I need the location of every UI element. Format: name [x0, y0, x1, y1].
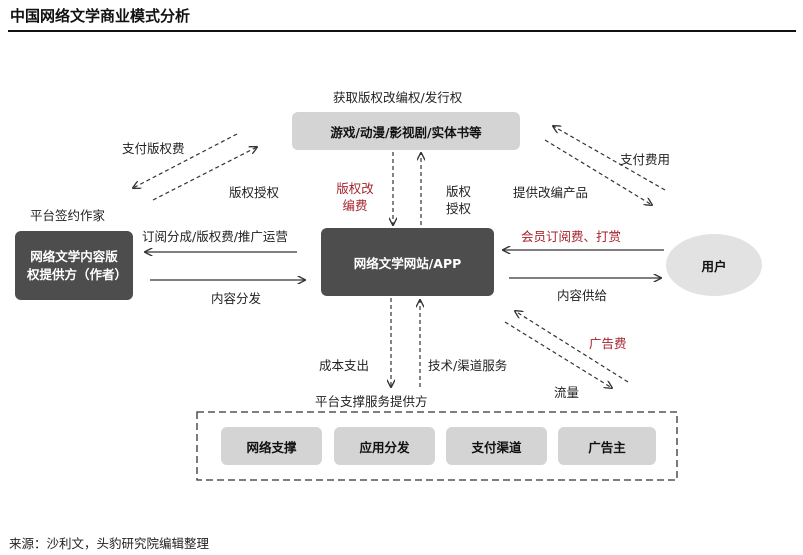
label-copyright-license-mid: 版权授权 — [446, 184, 472, 216]
creator-label: 网络文学内容版权提供方（作者） — [27, 248, 128, 282]
arrow-copyright-license-left — [152, 147, 257, 201]
label-acquire-rights: 获取版权改编权/发行权 — [333, 90, 463, 105]
label-content-distribution: 内容分发 — [211, 291, 262, 306]
service-app-distribution-label: 应用分发 — [359, 439, 410, 455]
page-title: 中国网络文学商业模式分析 — [10, 7, 191, 25]
service-network-support-label: 网络支撑 — [246, 439, 297, 455]
service-advertiser: 广告主 — [558, 427, 656, 465]
creator-box: 网络文学内容版权提供方（作者） — [15, 231, 133, 300]
user-node: 用户 — [666, 234, 762, 296]
label-copyright-license-left: 版权授权 — [229, 185, 280, 200]
label-tech-channel-service: 技术/渠道服务 — [428, 358, 508, 373]
ip-derivatives-label: 游戏/动漫/影视剧/实体书等 — [330, 124, 482, 140]
user-label: 用户 — [701, 258, 727, 274]
label-revenue-share: 订阅分成/版权费/推广运营 — [142, 229, 288, 244]
label-ad-fee: 广告费 — [589, 336, 627, 351]
service-payment-channel: 支付渠道 — [446, 427, 547, 465]
ip-derivatives-box: 游戏/动漫/影视剧/实体书等 — [292, 112, 520, 150]
arrow-traffic — [504, 321, 612, 388]
source-note: 来源：沙利文，头豹研究院编辑整理 — [9, 536, 210, 551]
label-platform-sign-author: 平台签约作家 — [30, 208, 106, 223]
label-pay-copyright-fee: 支付版权费 — [122, 141, 185, 156]
service-app-distribution: 应用分发 — [334, 427, 435, 465]
label-traffic: 流量 — [554, 385, 580, 400]
service-group-frame — [196, 411, 678, 481]
platform-box: 网络文学网站/APP — [321, 228, 494, 296]
service-network-support: 网络支撑 — [221, 427, 322, 465]
label-pay-fees: 支付费用 — [620, 152, 671, 167]
label-provide-adapted-products: 提供改编产品 — [513, 185, 589, 200]
service-payment-channel-label: 支付渠道 — [471, 439, 522, 455]
label-cost-expense: 成本支出 — [319, 358, 370, 373]
title-divider — [8, 30, 796, 32]
arrow-pay-copyright-fee — [133, 133, 238, 188]
arrow-ad-fee — [515, 311, 629, 383]
label-adaptation-fee: 版权改编费 — [336, 181, 374, 213]
service-group-title: 平台支撑服务提供方 — [315, 394, 428, 409]
service-advertiser-label: 广告主 — [588, 439, 626, 455]
label-membership-fees: 会员订阅费、打赏 — [521, 229, 622, 244]
label-content-supply: 内容供给 — [557, 288, 608, 303]
arrow-pay-fees — [553, 126, 666, 191]
platform-label: 网络文学网站/APP — [353, 255, 462, 271]
